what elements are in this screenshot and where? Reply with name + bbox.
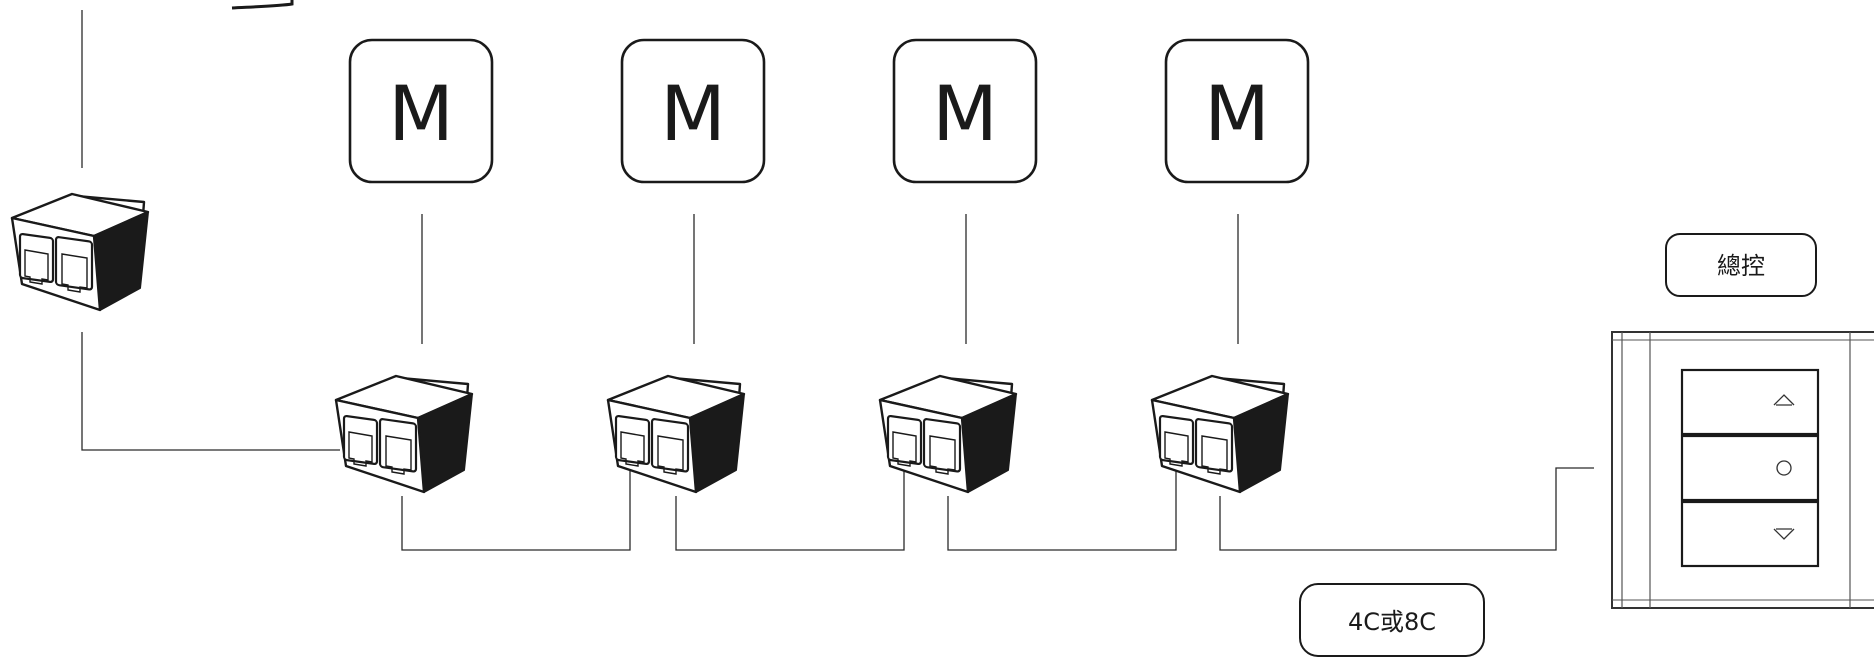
master-control-label: 總控 bbox=[1717, 252, 1765, 280]
motor-3-label: M bbox=[932, 69, 998, 158]
master-control-box bbox=[1665, 233, 1817, 297]
wiring bbox=[81, 10, 1594, 551]
panel-key-up-face[interactable] bbox=[1680, 368, 1820, 436]
motor-3-box bbox=[892, 38, 1038, 184]
wire-left-splitter-to-splitter-1 bbox=[81, 332, 340, 451]
wire-splitter-2-to-3 bbox=[675, 462, 905, 551]
splitter-left-icon bbox=[10, 192, 150, 312]
motor-2-box bbox=[620, 38, 766, 184]
motor-1-box bbox=[348, 38, 494, 184]
motor-2: M bbox=[620, 38, 766, 184]
motor-4: M bbox=[1164, 38, 1310, 184]
motor-2-label: M bbox=[660, 69, 726, 158]
cable-tag: 4C或8C bbox=[1299, 583, 1485, 657]
motor-4-label: M bbox=[1204, 69, 1270, 158]
splitter-4-icon bbox=[1150, 374, 1290, 494]
panel-key-up[interactable] bbox=[1680, 368, 1820, 436]
panel-key-down-face[interactable] bbox=[1680, 500, 1820, 568]
motor-1-label: M bbox=[388, 69, 454, 158]
wire-splitter-1-to-2 bbox=[401, 462, 631, 551]
motor-4-box bbox=[1164, 38, 1310, 184]
panel-key-stop-face[interactable] bbox=[1680, 434, 1820, 502]
switch-panel bbox=[1611, 331, 1874, 609]
motor-1: M bbox=[348, 38, 494, 184]
up-arrow-icon bbox=[1773, 394, 1795, 406]
splitter-1-icon bbox=[334, 374, 474, 494]
cable-label: 4C或8C bbox=[1348, 608, 1436, 636]
wire-splitter-3-to-4 bbox=[947, 462, 1177, 551]
motor-3: M bbox=[892, 38, 1038, 184]
stop-circle-icon bbox=[1776, 460, 1792, 476]
cropped-box-edge bbox=[231, 0, 294, 10]
splitter-3-icon bbox=[878, 374, 1018, 494]
wire-splitter-4-to-panel bbox=[1219, 467, 1594, 551]
down-arrow-icon bbox=[1773, 528, 1795, 540]
panel-key-down[interactable] bbox=[1680, 500, 1820, 568]
master-control-tag: 總控 bbox=[1665, 233, 1817, 297]
panel-key-stop[interactable] bbox=[1680, 434, 1820, 502]
splitter-2-icon bbox=[606, 374, 746, 494]
cable-box bbox=[1299, 583, 1485, 657]
